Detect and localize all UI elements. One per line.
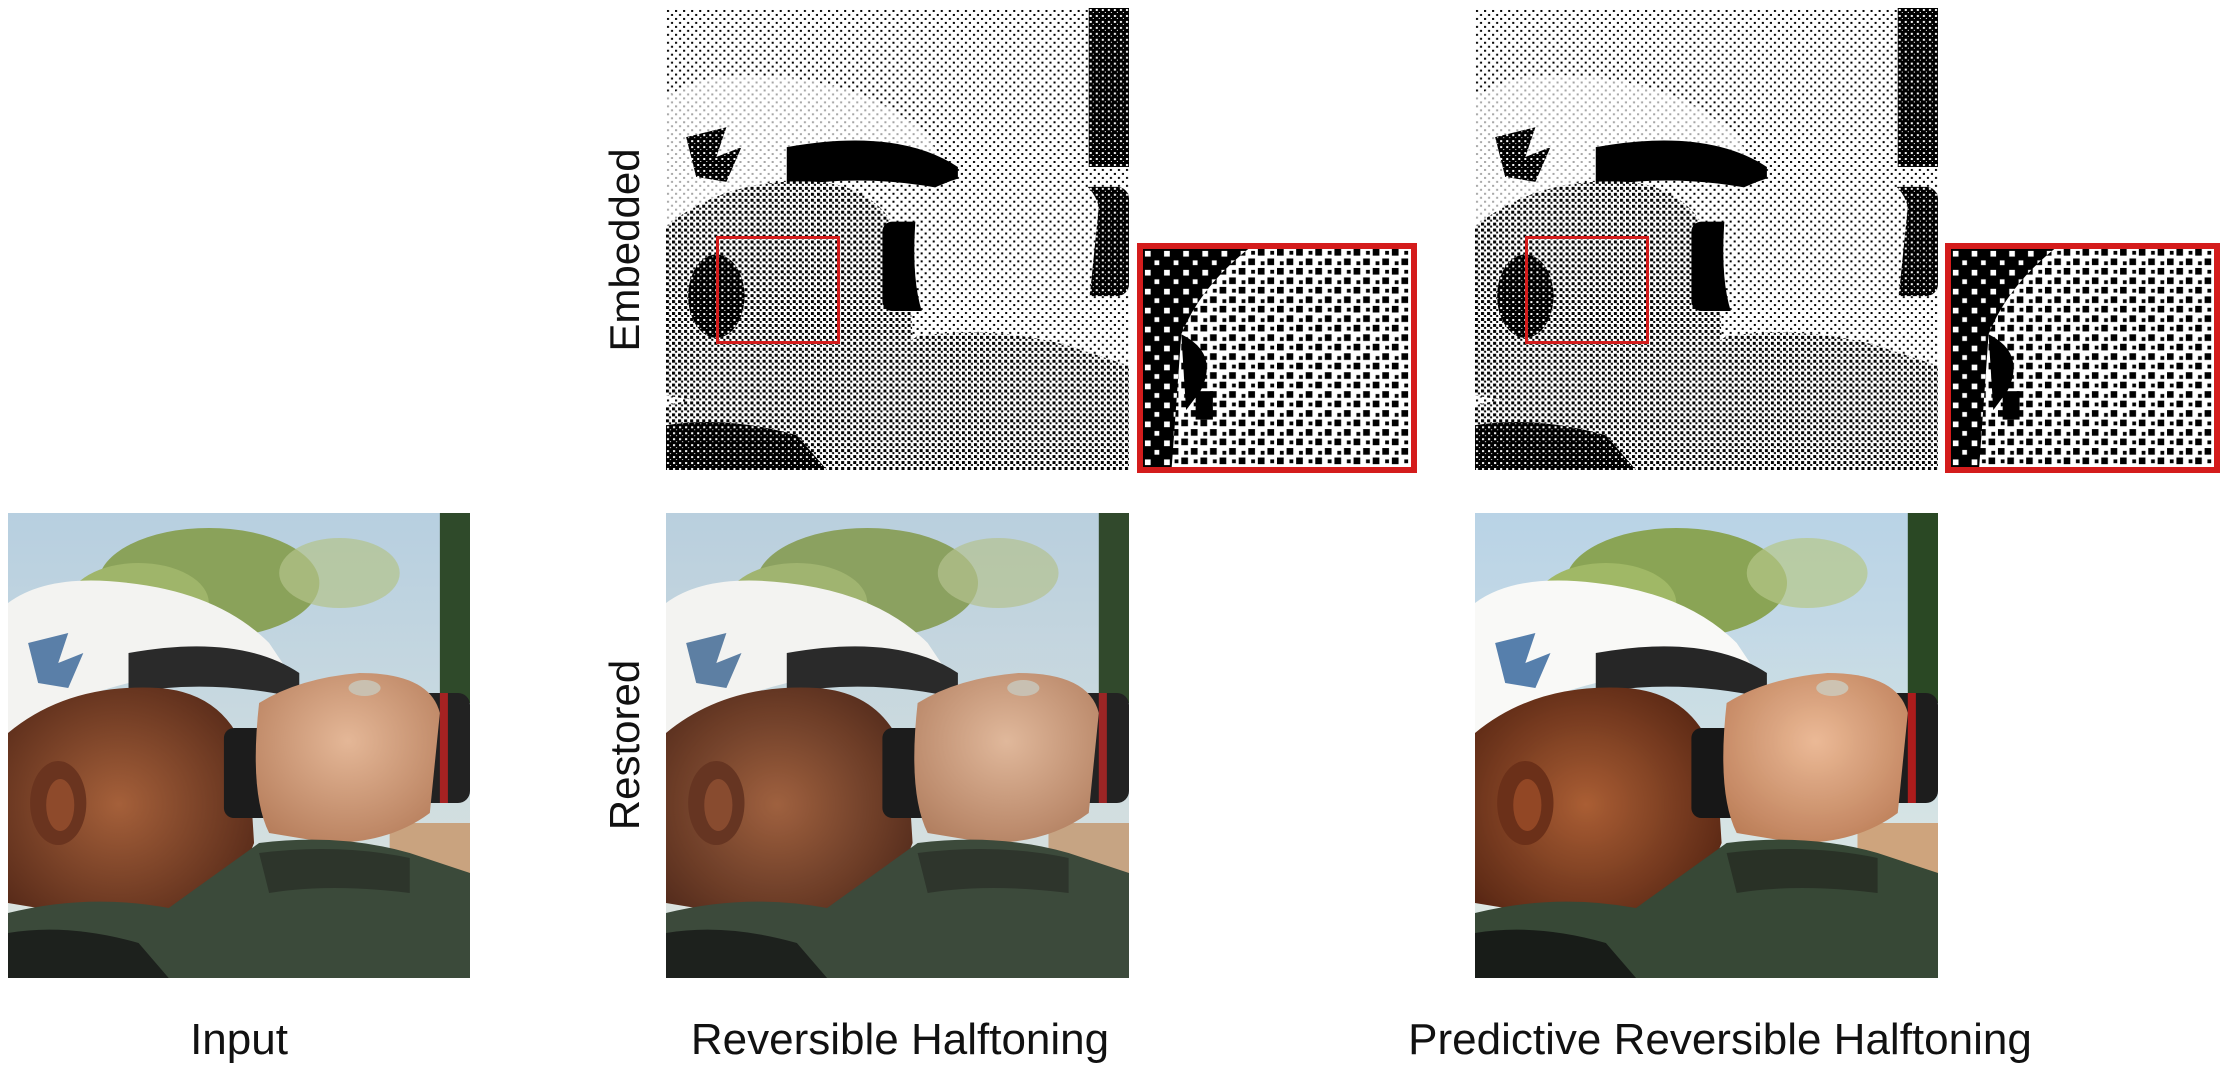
row-label-restored: Restored [601,659,648,831]
input-image [8,513,470,978]
zoom-crop-reversible [1137,243,1417,473]
column-label-predictive: Predictive Reversible Halftoning [1408,1015,2032,1064]
restored-predictive-image [1475,513,1938,978]
embedded-predictive-image [1475,8,1938,470]
restored-reversible-image [666,513,1129,978]
embedded-reversible-image [666,8,1129,470]
row-label-embedded: Embedded [601,148,648,352]
zoom-crop-predictive [1945,243,2220,473]
roi-box-reversible [716,236,840,344]
roi-box-predictive [1525,236,1649,344]
column-label-reversible: Reversible Halftoning [690,1015,1110,1064]
column-label-input: Input [190,1015,288,1064]
